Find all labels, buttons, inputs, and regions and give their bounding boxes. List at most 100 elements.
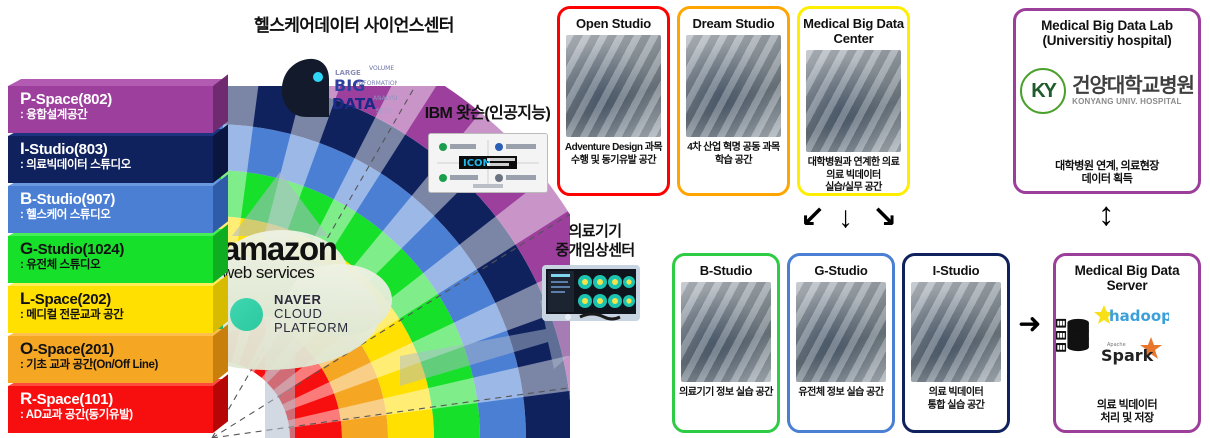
svg-text:INFORMATION: INFORMATION [357, 80, 397, 87]
space-bar-i[interactable]: I-Studio(803): 의료빅데이터 스튜디오 [8, 124, 228, 183]
medical-device-center-line1: 의료기기 [568, 223, 622, 240]
svg-text:BIG: BIG [334, 76, 365, 95]
bar-initial: O [20, 339, 33, 358]
svg-text:ICON: ICON [463, 158, 491, 169]
card-photo-classroom-crowd [566, 35, 661, 137]
bar-title: G-Studio(1024) [20, 239, 125, 258]
konyang-name-kr: 건양대학교병원 [1072, 75, 1195, 97]
arrow-up-down-icon: ↕ [1098, 195, 1115, 232]
space-bar-o[interactable]: O-Space(201): 기초 교과 공간(On/Off Line) [8, 324, 228, 383]
bar-initial: B [20, 189, 32, 208]
card-b-studio[interactable]: B-Studio 의료기기 정보 실습 공간 [672, 253, 780, 433]
card-title: I-Studio [932, 263, 980, 278]
space-bar-b[interactable]: B-Studio(907): 헬스케어 스튜디오 [8, 174, 228, 233]
medical-device-center-heading: 의료기기 중개임상센터 [540, 222, 650, 260]
big-data-wordcloud-image: LARGE VOLUME BIG INFORMATION DATA ANALYS… [277, 55, 401, 117]
arrow-down-icon: ↓ [838, 201, 853, 234]
card-photo-computer-classroom [911, 282, 1001, 382]
bar-top-face [8, 79, 227, 86]
space-bar-g[interactable]: G-Studio(1024): 유전체 스튜디오 [8, 224, 228, 283]
naver-line3: PLATFORM [274, 320, 349, 335]
lab-card-caption: 대학병원 연계, 의료현장 데이터 획득 [1055, 160, 1159, 185]
bar-subtitle: : 융합설계공간 [20, 109, 88, 121]
bar-subtitle: : 유전체 스튜디오 [20, 259, 101, 271]
konyang-mark-letters: KY [1031, 79, 1057, 102]
card-g-studio[interactable]: G-Studio 유전체 정보 실습 공간 [787, 253, 895, 433]
naver-line1: NAVER [274, 292, 322, 307]
server-rack-icon [1056, 318, 1089, 352]
arrow-down-left-icon: ↙ [800, 201, 826, 234]
bar-side-face [213, 274, 228, 333]
spark-logo-icon: Apache Spark [1101, 337, 1162, 365]
bar-side-face [213, 174, 228, 233]
space-bar-p[interactable]: P-Space(802): 융합설계공간 [8, 74, 228, 133]
lab-title-line2: (Universitiy hospital) [1042, 33, 1172, 48]
card-i-studio[interactable]: I-Studio 의료 빅데이터 통합 실습 공간 [902, 253, 1010, 433]
konyang-mark-icon: KY [1020, 68, 1067, 114]
bar-title: R-Space(101) [20, 389, 113, 408]
medical-device-center-line2: 중개임상센터 [555, 242, 635, 259]
card-title: Open Studio [575, 16, 652, 31]
lab-card-title: Medical Big Data Lab (Universitiy hospit… [1038, 11, 1176, 52]
bar-title: B-Studio(907) [20, 189, 116, 208]
card-caption: 유전체 정보 실습 공간 [798, 387, 884, 398]
bar-title: P-Space(802) [20, 89, 112, 108]
bar-subtitle: : 메디컬 전문교과 공간 [20, 309, 124, 321]
bar-initial: G [20, 239, 33, 258]
bar-initial: L [20, 289, 31, 308]
server-card-title: Medical Big Data Server [1072, 256, 1183, 297]
bar-subtitle: : 헬스케어 스튜디오 [20, 209, 111, 221]
bar-subtitle: : 의료빅데이터 스튜디오 [20, 159, 131, 171]
bar-side-face [213, 74, 228, 133]
bar-side-face [213, 224, 228, 283]
bar-initial: I [20, 139, 25, 158]
card-title: G-Studio [814, 263, 868, 278]
bar-side-face [213, 324, 228, 383]
space-bar-l[interactable]: L-Space(202): 메디컬 전문교과 공간 [8, 274, 228, 333]
bar-side-face [213, 124, 228, 183]
card-medical-big-data-center[interactable]: Medical Big Data Center 대학병원과 연계한 의료 의료 빅… [797, 6, 910, 196]
card-title: B-Studio [699, 263, 753, 278]
radial-ray [212, 267, 570, 438]
bar-title: I-Studio(803) [20, 139, 108, 158]
card-photo-round-table-room [686, 35, 781, 137]
svg-text:SETS: SETS [376, 108, 391, 115]
svg-text:ANALYSIS: ANALYSIS [373, 95, 397, 102]
medical-big-data-lab-card[interactable]: Medical Big Data Lab (Universitiy hospit… [1013, 8, 1201, 194]
svg-text:DATA: DATA [332, 95, 376, 113]
bar-subtitle: : 기초 교과 공간(On/Off Line) [20, 359, 158, 371]
konyang-hospital-logo: KY 건양대학교병원 KONYANG UNIV. HOSPITAL [1020, 68, 1195, 114]
hdsc-heading: 헬스케어데이터 사이언스센터 [254, 16, 454, 35]
card-caption: 의료 빅데이터 통합 실습 공간 [927, 387, 985, 411]
card-photo-genome-lab [796, 282, 886, 382]
card-title: Dream Studio [692, 16, 775, 31]
pet-scan-monitor-image [542, 265, 640, 327]
card-photo-device-lab [681, 282, 771, 382]
card-title: Medical Big Data Center [803, 16, 904, 46]
svg-text:hadoop: hadoop [1109, 307, 1169, 325]
svg-text:LARGE: LARGE [335, 69, 361, 77]
svg-text:Spark: Spark [1101, 346, 1154, 365]
server-logos: hadoop Apache Spark [1056, 303, 1198, 371]
bar-title: L-Space(202) [20, 289, 112, 308]
arrow-right-icon: ➜ [1018, 308, 1042, 339]
aws-sub: web services [222, 263, 315, 282]
ibm-watson-heading: IBM 왓슨(인공지능) [424, 105, 551, 122]
card-caption: 의료기기 정보 실습 공간 [679, 387, 773, 398]
naver-circle-icon [230, 297, 263, 331]
server-title-line1: Medical Big Data [1074, 263, 1180, 278]
bar-side-face [213, 374, 228, 433]
server-title-line2: Server [1106, 278, 1148, 293]
card-caption: 대학병원과 연계한 의료 의료 빅데이터 실습/실무 공간 [807, 157, 900, 193]
bar-initial: P [20, 89, 32, 108]
space-bar-r[interactable]: R-Space(101): AD교과 공간(동기유발) [8, 374, 228, 433]
bar-title: O-Space(201) [20, 339, 114, 358]
medical-big-data-server-card[interactable]: Medical Big Data Server [1053, 253, 1201, 433]
lab-title-line1: Medical Big Data Lab [1041, 18, 1173, 33]
card-caption: Adventure Design 과목 수행 및 동기유발 공간 [564, 142, 663, 166]
server-card-caption: 의료 빅데이터 처리 및 저장 [1096, 399, 1158, 424]
